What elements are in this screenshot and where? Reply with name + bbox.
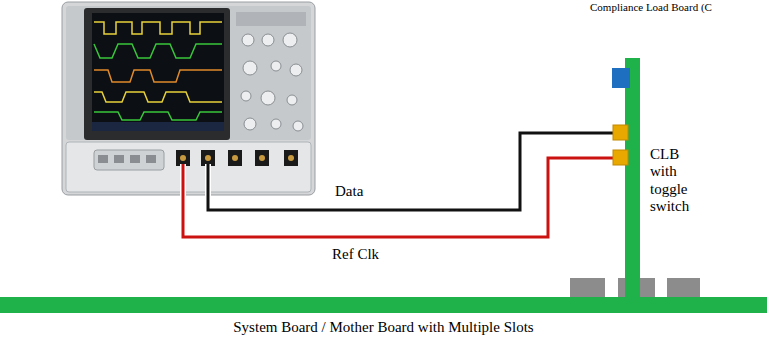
- oscilloscope: [62, 2, 315, 195]
- signal-name: Data: [333, 183, 365, 200]
- system-board: System Board / Mother Board with Multipl…: [0, 297, 767, 313]
- board-label: CLB with toggle switch: [650, 146, 700, 215]
- cable: [183, 133, 613, 237]
- board-title: Compliance Load Board (C: [588, 1, 714, 13]
- compliance-load-board: CLB with toggle switch: [625, 58, 640, 298]
- board-label: System Board / Mother Board with Multipl…: [0, 319, 767, 336]
- signal-name: Ref Clk: [330, 246, 381, 263]
